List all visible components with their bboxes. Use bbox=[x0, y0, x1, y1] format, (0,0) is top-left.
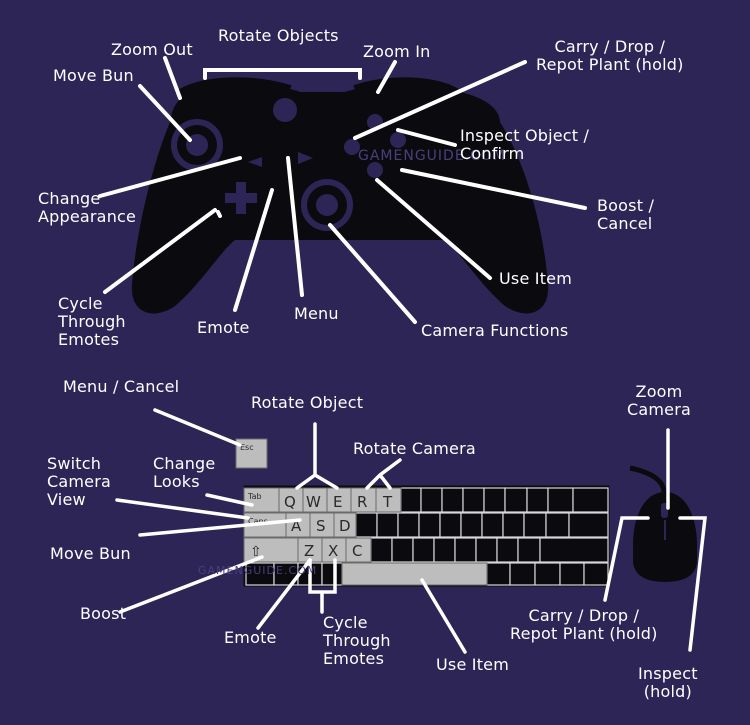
label-menu: Menu bbox=[294, 304, 339, 323]
label-camera-functions: Camera Functions bbox=[421, 321, 569, 340]
mouse bbox=[629, 465, 697, 582]
key-r bbox=[350, 487, 377, 513]
label-change-appearance: Change Appearance bbox=[38, 189, 137, 226]
b-button-icon bbox=[390, 132, 406, 148]
label-use-item-kb: Use Item bbox=[436, 655, 509, 674]
label-boost: Boost bbox=[80, 604, 127, 623]
key-s bbox=[309, 512, 335, 538]
left-bumper bbox=[175, 77, 292, 101]
label-emote-kb: Emote bbox=[224, 628, 277, 647]
home-button-icon bbox=[273, 98, 297, 122]
mouse-callouts bbox=[603, 428, 707, 652]
label-rotate-objects: Rotate Objects bbox=[218, 26, 339, 45]
key-e bbox=[326, 487, 352, 513]
key-e-label: E bbox=[333, 493, 342, 511]
a-button-icon bbox=[367, 162, 383, 178]
key-z bbox=[297, 537, 323, 563]
key-shift bbox=[243, 537, 299, 563]
label-move-bun: Move Bun bbox=[53, 66, 134, 85]
key-q bbox=[278, 487, 304, 513]
label-inspect-object: Inspect Object / Confirm bbox=[460, 126, 590, 163]
gamepad bbox=[131, 77, 549, 314]
mouse-cable bbox=[629, 465, 667, 494]
key-t-label: T bbox=[382, 493, 393, 511]
menu-button-icon bbox=[298, 152, 313, 164]
dpad-icon bbox=[225, 182, 257, 214]
right-stick-icon bbox=[301, 179, 353, 231]
label-carry-drop-mouse: Carry / Drop / Repot Plant (hold) bbox=[510, 606, 658, 643]
label-inspect-hold: Inspect (hold) bbox=[638, 664, 698, 701]
label-menu-cancel: Menu / Cancel bbox=[63, 377, 180, 396]
key-shift-label: ⇧ bbox=[250, 544, 262, 560]
key-z-label: Z bbox=[304, 542, 314, 560]
key-caps-label: Caps bbox=[248, 517, 268, 526]
label-boost-cancel: Boost / Cancel bbox=[597, 196, 655, 233]
label-carry-drop: Carry / Drop / Repot Plant (hold) bbox=[536, 37, 684, 74]
gamepad-body bbox=[131, 84, 549, 314]
key-a-label: A bbox=[291, 517, 302, 535]
watermark: GAMENGUIDE.COM bbox=[358, 148, 506, 164]
key-s-label: S bbox=[316, 517, 326, 535]
key-c bbox=[345, 537, 372, 563]
label-cycle-emotes: Cycle Through Emotes bbox=[58, 294, 126, 349]
key-esc-label: Esc bbox=[240, 443, 254, 452]
watermark: GAMENGUIDE.COM bbox=[198, 564, 318, 577]
label-zoom-in: Zoom In bbox=[363, 42, 431, 61]
key-c-label: C bbox=[352, 542, 362, 560]
label-emote: Emote bbox=[197, 318, 250, 337]
key-d bbox=[333, 512, 357, 538]
key-x-label: X bbox=[328, 542, 338, 560]
key-space bbox=[341, 562, 488, 586]
key-tab-label: Tab bbox=[247, 492, 262, 501]
label-change-looks: Change Looks bbox=[153, 454, 216, 491]
label-rotate-camera: Rotate Camera bbox=[353, 439, 476, 458]
view-button-icon bbox=[248, 157, 262, 167]
label-use-item: Use Item bbox=[499, 269, 572, 288]
label-move-bun-kb: Move Bun bbox=[50, 544, 131, 563]
key-r-label: R bbox=[357, 493, 367, 511]
key-q-label: Q bbox=[284, 493, 296, 511]
x-button-icon bbox=[344, 139, 360, 155]
right-bumper bbox=[353, 77, 464, 101]
keyboard-callouts bbox=[115, 408, 467, 654]
key-esc bbox=[235, 438, 268, 469]
key-w-label: W bbox=[306, 493, 321, 511]
label-zoom-out: Zoom Out bbox=[111, 40, 193, 59]
label-rotate-object: Rotate Object bbox=[251, 393, 364, 412]
key-d-label: D bbox=[339, 517, 351, 535]
controller-callouts bbox=[98, 56, 587, 324]
label-zoom-camera: Zoom Camera bbox=[627, 382, 691, 419]
label-cycle-emotes-kb: Cycle Through Emotes bbox=[323, 613, 391, 668]
label-switch-camera-view: Switch Camera View bbox=[47, 454, 111, 509]
